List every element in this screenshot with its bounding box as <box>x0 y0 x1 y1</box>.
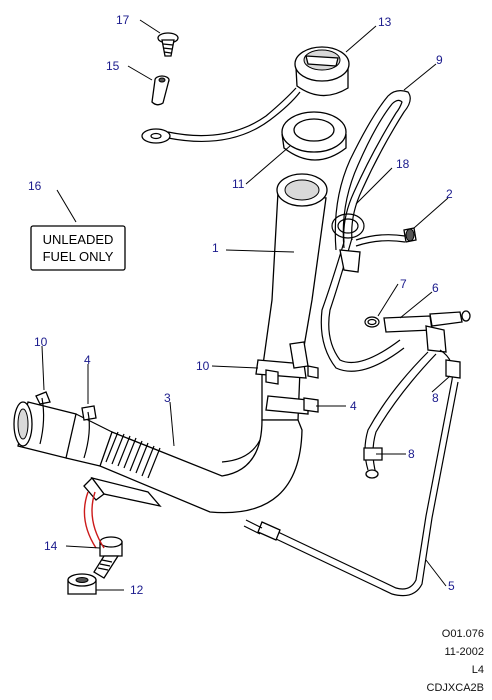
callout-17: 17 <box>116 13 130 27</box>
callout-14: 14 <box>44 539 58 553</box>
reference-id: CDJXCA2B <box>426 682 484 694</box>
callout-8-upper: 8 <box>432 391 439 405</box>
bolt-14 <box>93 536 123 579</box>
callout-4-left: 4 <box>84 353 91 367</box>
callout-10-left: 10 <box>34 335 48 349</box>
label-plate-line1: UNLEADED <box>43 232 114 247</box>
leader-lines <box>41 19 451 591</box>
callout-16: 16 <box>28 179 42 193</box>
callout-11: 11 <box>232 177 245 191</box>
hose-clamps <box>35 341 319 459</box>
hoses-8 <box>363 349 461 479</box>
callout-10-center: 10 <box>196 359 210 373</box>
callout-13: 13 <box>378 15 392 29</box>
vent-hose-9 <box>320 90 411 372</box>
label-plate-16: UNLEADED FUEL ONLY <box>30 225 126 271</box>
reference-code: O01.076 <box>441 628 484 640</box>
callout-18: 18 <box>396 157 410 171</box>
callout-9: 9 <box>436 53 443 67</box>
callout-numbers: 17 15 13 9 11 18 2 16 1 7 6 10 4 10 4 3 … <box>28 13 455 597</box>
nut-12 <box>67 573 97 595</box>
plug-15 <box>151 75 170 106</box>
seal-ring-11 <box>281 111 347 161</box>
fitting-2 <box>403 227 417 243</box>
reference-date: 11-2002 <box>444 646 484 658</box>
clip-18 <box>331 213 406 273</box>
callout-6: 6 <box>432 281 439 295</box>
callout-5: 5 <box>448 579 455 593</box>
callout-2: 2 <box>446 187 453 201</box>
o-ring-7 <box>364 316 380 328</box>
highlight-lines <box>83 491 105 549</box>
callout-8-lower: 8 <box>408 447 415 461</box>
tether-strap <box>141 87 301 144</box>
screw-17 <box>157 32 179 57</box>
reference-sheet: L4 <box>471 664 484 676</box>
callout-4-right: 4 <box>350 399 357 413</box>
callout-7: 7 <box>400 277 407 291</box>
filler-cap-13 <box>294 46 350 97</box>
fuel-line-5 <box>243 379 459 597</box>
filler-neck-tube <box>13 173 328 514</box>
callout-3: 3 <box>164 391 171 405</box>
callout-15: 15 <box>106 59 120 73</box>
callout-1: 1 <box>212 241 219 255</box>
label-plate-line2: FUEL ONLY <box>43 249 114 264</box>
valve-6 <box>383 310 471 353</box>
callout-12: 12 <box>130 583 144 597</box>
